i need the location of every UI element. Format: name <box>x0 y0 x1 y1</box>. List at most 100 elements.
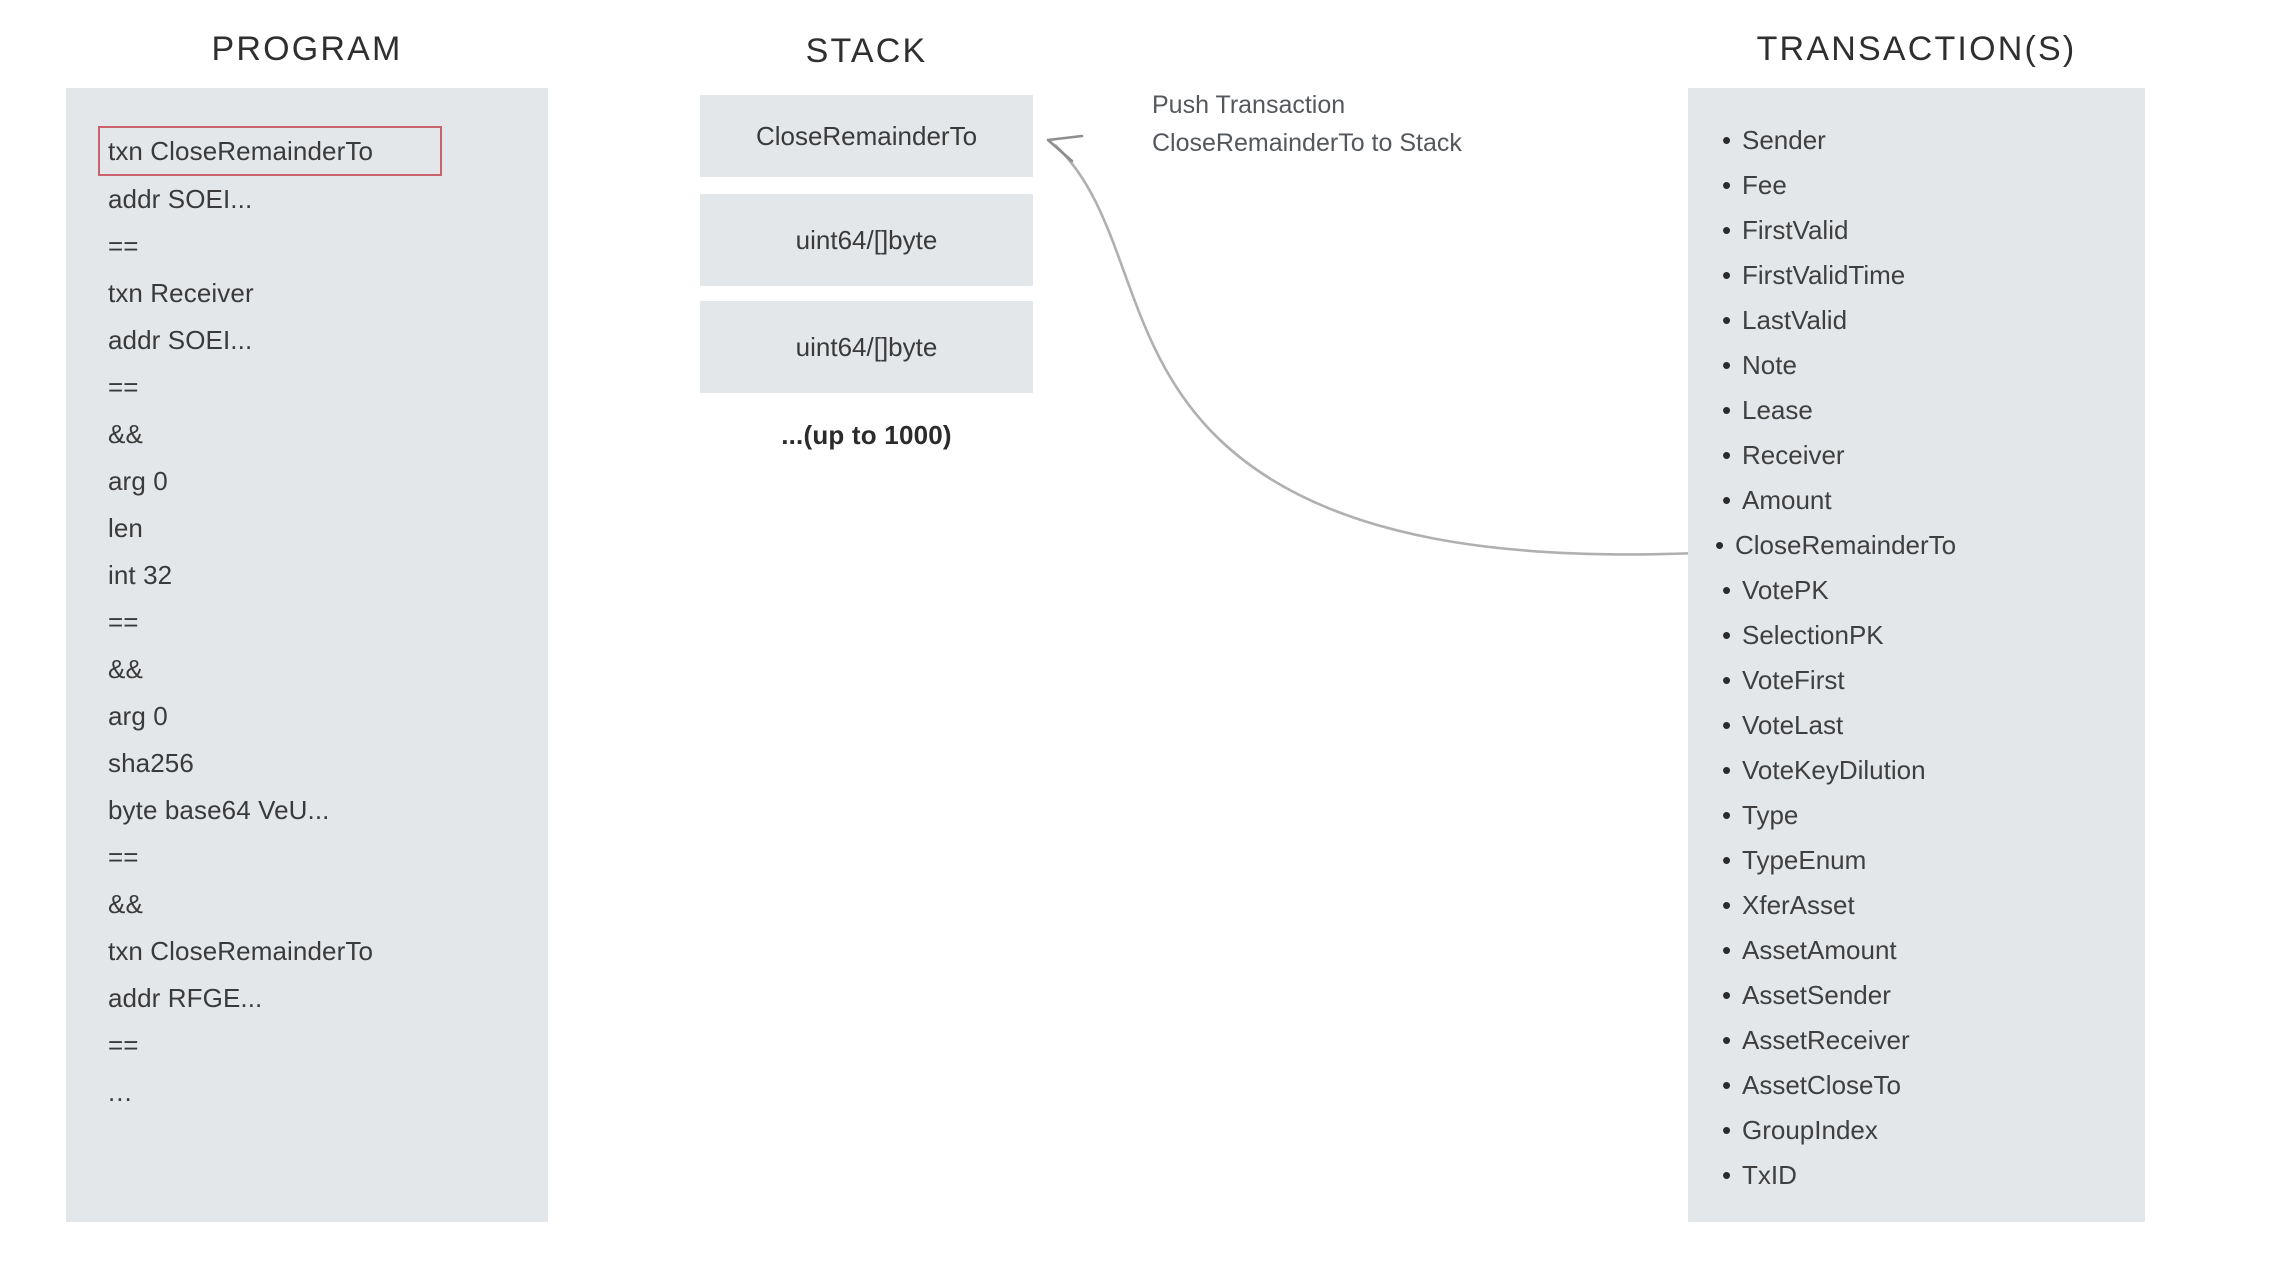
bullet-icon: • <box>1722 395 1732 425</box>
transaction-field: • TxID <box>1722 1153 2122 1198</box>
transaction-field-label: Type <box>1742 800 1799 830</box>
bullet-icon: • <box>1722 1070 1732 1100</box>
push-annotation-line-2: CloseRemainderTo to Stack <box>1152 129 1462 157</box>
transaction-field-label: GroupIndex <box>1742 1115 1878 1145</box>
bullet-icon: • <box>1722 260 1732 290</box>
transaction-field: • Lease <box>1722 388 2122 433</box>
transactions-panel <box>1688 88 2145 1222</box>
transaction-field-label: SelectionPK <box>1742 620 1884 650</box>
transaction-field-label: CloseRemainderTo <box>1735 530 1957 560</box>
transaction-field: • VoteLast <box>1722 703 2122 748</box>
transaction-field-label: Sender <box>1742 125 1826 155</box>
transaction-field: • Sender <box>1722 118 2122 163</box>
transaction-field: •FirstValid <box>1722 208 2122 253</box>
bullet-icon: • <box>1722 665 1732 695</box>
stack-column-heading: STACK <box>805 32 928 70</box>
transaction-field: • AssetCloseTo <box>1722 1063 2122 1108</box>
transaction-field-label: Note <box>1742 350 1797 380</box>
bullet-icon: • <box>1722 125 1732 155</box>
program-line: && <box>108 419 143 449</box>
transaction-field-label: AssetSender <box>1742 980 1891 1010</box>
stack-capacity-note: ...(up to 1000) <box>781 420 952 450</box>
program-line: == <box>108 231 139 261</box>
transaction-field-label: VoteFirst <box>1742 665 1845 695</box>
transaction-field: • VoteFirst <box>1722 658 2122 703</box>
transaction-field-label: TxID <box>1742 1160 1797 1190</box>
bullet-icon: • <box>1722 305 1732 335</box>
bullet-icon: • <box>1722 935 1732 965</box>
bullet-icon: • <box>1722 710 1732 740</box>
transaction-field: • GroupIndex <box>1722 1108 2122 1153</box>
bullet-icon: • <box>1722 485 1732 515</box>
transaction-field: •VotePK <box>1722 568 2122 613</box>
transaction-field-label: Receiver <box>1742 440 1845 470</box>
program-line: int 32 <box>108 560 173 590</box>
transaction-field: • LastValid <box>1722 298 2122 343</box>
bullet-icon: • <box>1722 1115 1732 1145</box>
bullet-icon: • <box>1722 215 1732 245</box>
push-annotation-line-1: Push Transaction <box>1152 91 1346 119</box>
program-line-highlighted: txn CloseRemainderTo <box>98 126 442 176</box>
transaction-field: • AssetAmount <box>1722 928 2122 973</box>
transaction-field: • AssetSender <box>1722 973 2122 1018</box>
push-arrow-path <box>1054 144 1701 556</box>
transactions-column-heading: TRANSACTION(S) <box>1756 30 2077 68</box>
program-line: && <box>108 654 143 684</box>
transaction-field-list: •Sender•Fee•FirstValid•FirstValidTime•La… <box>1715 118 2122 1198</box>
push-arrow-head <box>1046 134 1084 163</box>
bullet-icon: • <box>1722 620 1732 650</box>
transaction-field: • VoteKeyDilution <box>1722 748 2122 793</box>
program-line: arg 0 <box>108 701 168 731</box>
transaction-field-label: XferAsset <box>1742 890 1855 920</box>
transaction-field-label: VoteKeyDilution <box>1742 755 1926 785</box>
transaction-field-label: AssetAmount <box>1742 935 1897 965</box>
transaction-field-label: LastValid <box>1742 305 1848 335</box>
transaction-field-label: Fee <box>1742 170 1787 200</box>
transaction-field: • Receiver <box>1722 433 2122 478</box>
program-line: arg 0 <box>108 466 168 496</box>
program-line: sha256 <box>108 748 194 778</box>
bullet-icon: • <box>1722 980 1732 1010</box>
program-panel <box>66 88 548 1222</box>
transaction-field-arrow-target: • CloseRemainderTo <box>1715 523 2122 568</box>
program-line: len <box>108 513 143 543</box>
transaction-field: •Type <box>1722 793 2122 838</box>
program-line: byte base64 VeU... <box>108 795 330 825</box>
transaction-field: • TypeEnum <box>1722 838 2122 883</box>
bullet-icon: • <box>1715 530 1725 560</box>
bullet-icon: • <box>1722 845 1732 875</box>
bullet-icon: • <box>1722 890 1732 920</box>
stack-item-top: CloseRemainderTo <box>700 95 1033 177</box>
program-line: addr SOEI... <box>108 184 253 214</box>
program-line: addr SOEI... <box>108 325 253 355</box>
transaction-field: • AssetReceiver <box>1722 1018 2122 1063</box>
transaction-field-label: FirstValidTime <box>1742 260 1906 290</box>
program-line: txn CloseRemainderTo <box>108 936 374 966</box>
transaction-field: • XferAsset <box>1722 883 2122 928</box>
bullet-icon: • <box>1722 440 1732 470</box>
transaction-field-label: Lease <box>1742 395 1813 425</box>
program-line: == <box>108 372 139 402</box>
stack-item-middle: uint64/[]byte <box>700 194 1033 286</box>
bullet-icon: • <box>1722 1025 1732 1055</box>
transaction-field-label: AssetCloseTo <box>1742 1070 1901 1100</box>
program-line: == <box>108 607 139 637</box>
transaction-field: •Amount <box>1722 478 2122 523</box>
program-line: == <box>108 1030 139 1060</box>
transaction-field: • SelectionPK <box>1722 613 2122 658</box>
transaction-field: •Note <box>1722 343 2122 388</box>
program-line: == <box>108 842 139 872</box>
transaction-field-label: VoteLast <box>1742 710 1844 740</box>
transaction-field-label: AssetReceiver <box>1742 1025 1910 1055</box>
transaction-field: • Fee <box>1722 163 2122 208</box>
program-column-heading: PROGRAM <box>211 30 403 68</box>
bullet-icon: • <box>1722 755 1732 785</box>
program-line: addr RFGE... <box>108 983 263 1013</box>
program-line: && <box>108 889 143 919</box>
bullet-icon: • <box>1722 1160 1732 1190</box>
transaction-field-label: TypeEnum <box>1742 845 1867 875</box>
bullet-icon: • <box>1722 575 1732 605</box>
bullet-icon: • <box>1722 170 1732 200</box>
